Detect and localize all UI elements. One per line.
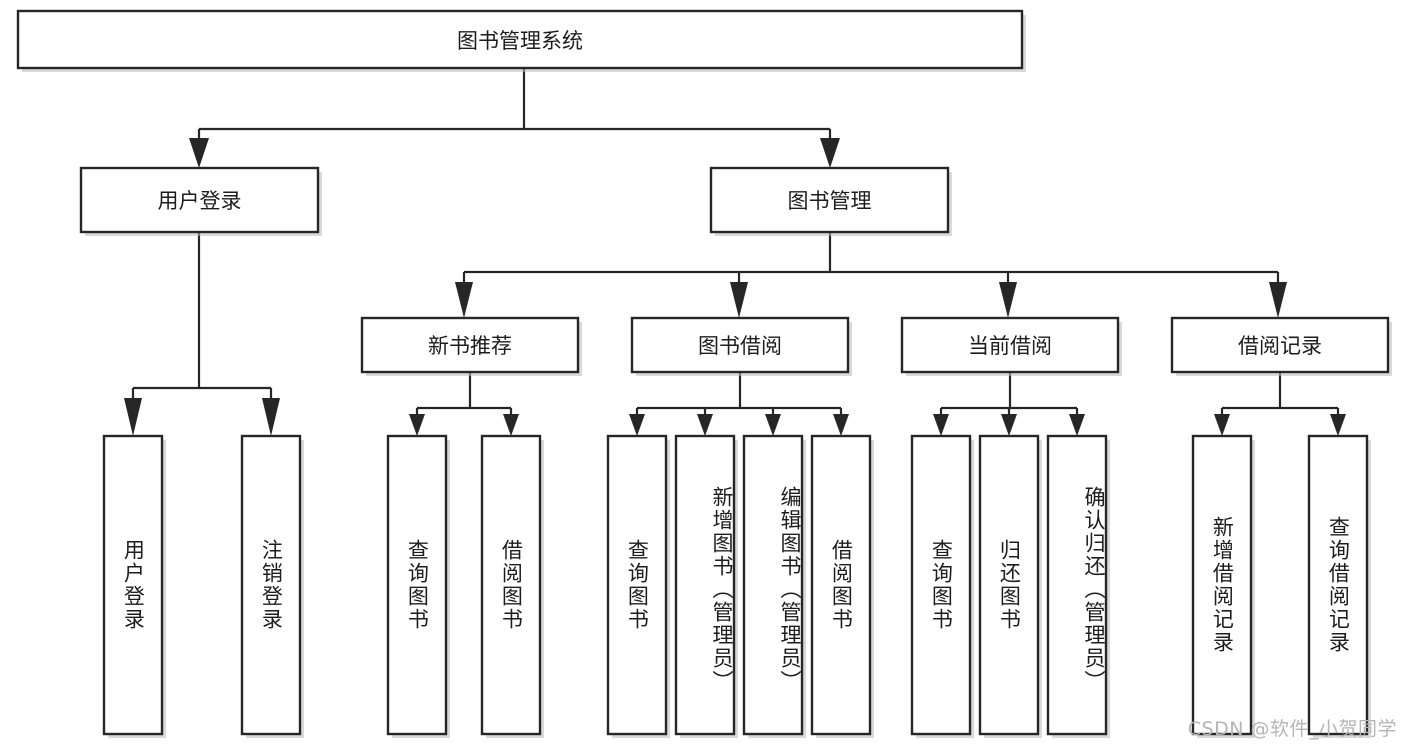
node-leaf-query-book-1[interactable]	[386, 434, 448, 736]
node-leaf-query-record[interactable]	[1307, 434, 1369, 736]
arrow-head-leaf-query-book-3	[933, 414, 949, 436]
arrow-head-leaf-borrow-book-1	[503, 414, 519, 436]
node-current-borrow[interactable]	[900, 316, 1120, 374]
arrow-head-leaf-add-book	[697, 414, 713, 436]
arrow-head-leaf-query-record	[1330, 414, 1346, 436]
node-borrow-record[interactable]	[1170, 316, 1390, 374]
node-leaf-user-logout[interactable]	[240, 434, 302, 736]
arrow-head-current-borrow	[999, 282, 1017, 318]
arrow-head-borrow-record	[1269, 282, 1287, 318]
arrow-head-leaf-query-book-2	[629, 414, 645, 436]
node-leaf-add-book[interactable]	[674, 434, 736, 736]
node-new-book-rec[interactable]	[360, 316, 580, 374]
node-leaf-edit-book[interactable]	[742, 434, 804, 736]
node-book-borrow[interactable]	[630, 316, 850, 374]
arrow-head-book-manage	[820, 138, 840, 168]
node-leaf-user-login[interactable]	[102, 434, 164, 736]
arrow-head-new-book-rec	[455, 282, 473, 318]
arrow-head-leaf-add-record	[1214, 414, 1230, 436]
arrow-head-leaf-query-book-1	[409, 414, 425, 436]
arrow-head-leaf-user-logout	[262, 398, 280, 436]
node-leaf-query-book-3[interactable]	[910, 434, 972, 736]
node-leaf-confirm-return[interactable]	[1046, 434, 1108, 736]
arrow-head-leaf-edit-book	[765, 414, 781, 436]
arrow-head-book-borrow	[730, 282, 748, 318]
node-leaf-query-book-2[interactable]	[606, 434, 668, 736]
node-user-login[interactable]	[79, 166, 320, 234]
node-book-manage[interactable]	[709, 166, 950, 234]
arrow-head-leaf-confirm-return	[1069, 414, 1085, 436]
arrow-head-leaf-borrow-book-2	[833, 414, 849, 436]
arrow-head-leaf-user-login	[124, 398, 142, 436]
nodes	[16, 9, 1392, 738]
node-leaf-borrow-book-2[interactable]	[810, 434, 872, 736]
connectors	[124, 68, 1346, 436]
arrow-head-user-login	[189, 138, 209, 168]
arrow-head-leaf-return-book	[1001, 414, 1017, 436]
node-root[interactable]	[16, 9, 1024, 70]
csdn-watermark: CSDN @软件_小贺同学	[1187, 718, 1397, 740]
node-leaf-borrow-book-1[interactable]	[480, 434, 542, 736]
node-leaf-return-book[interactable]	[978, 434, 1040, 736]
node-leaf-add-record[interactable]	[1191, 434, 1253, 736]
